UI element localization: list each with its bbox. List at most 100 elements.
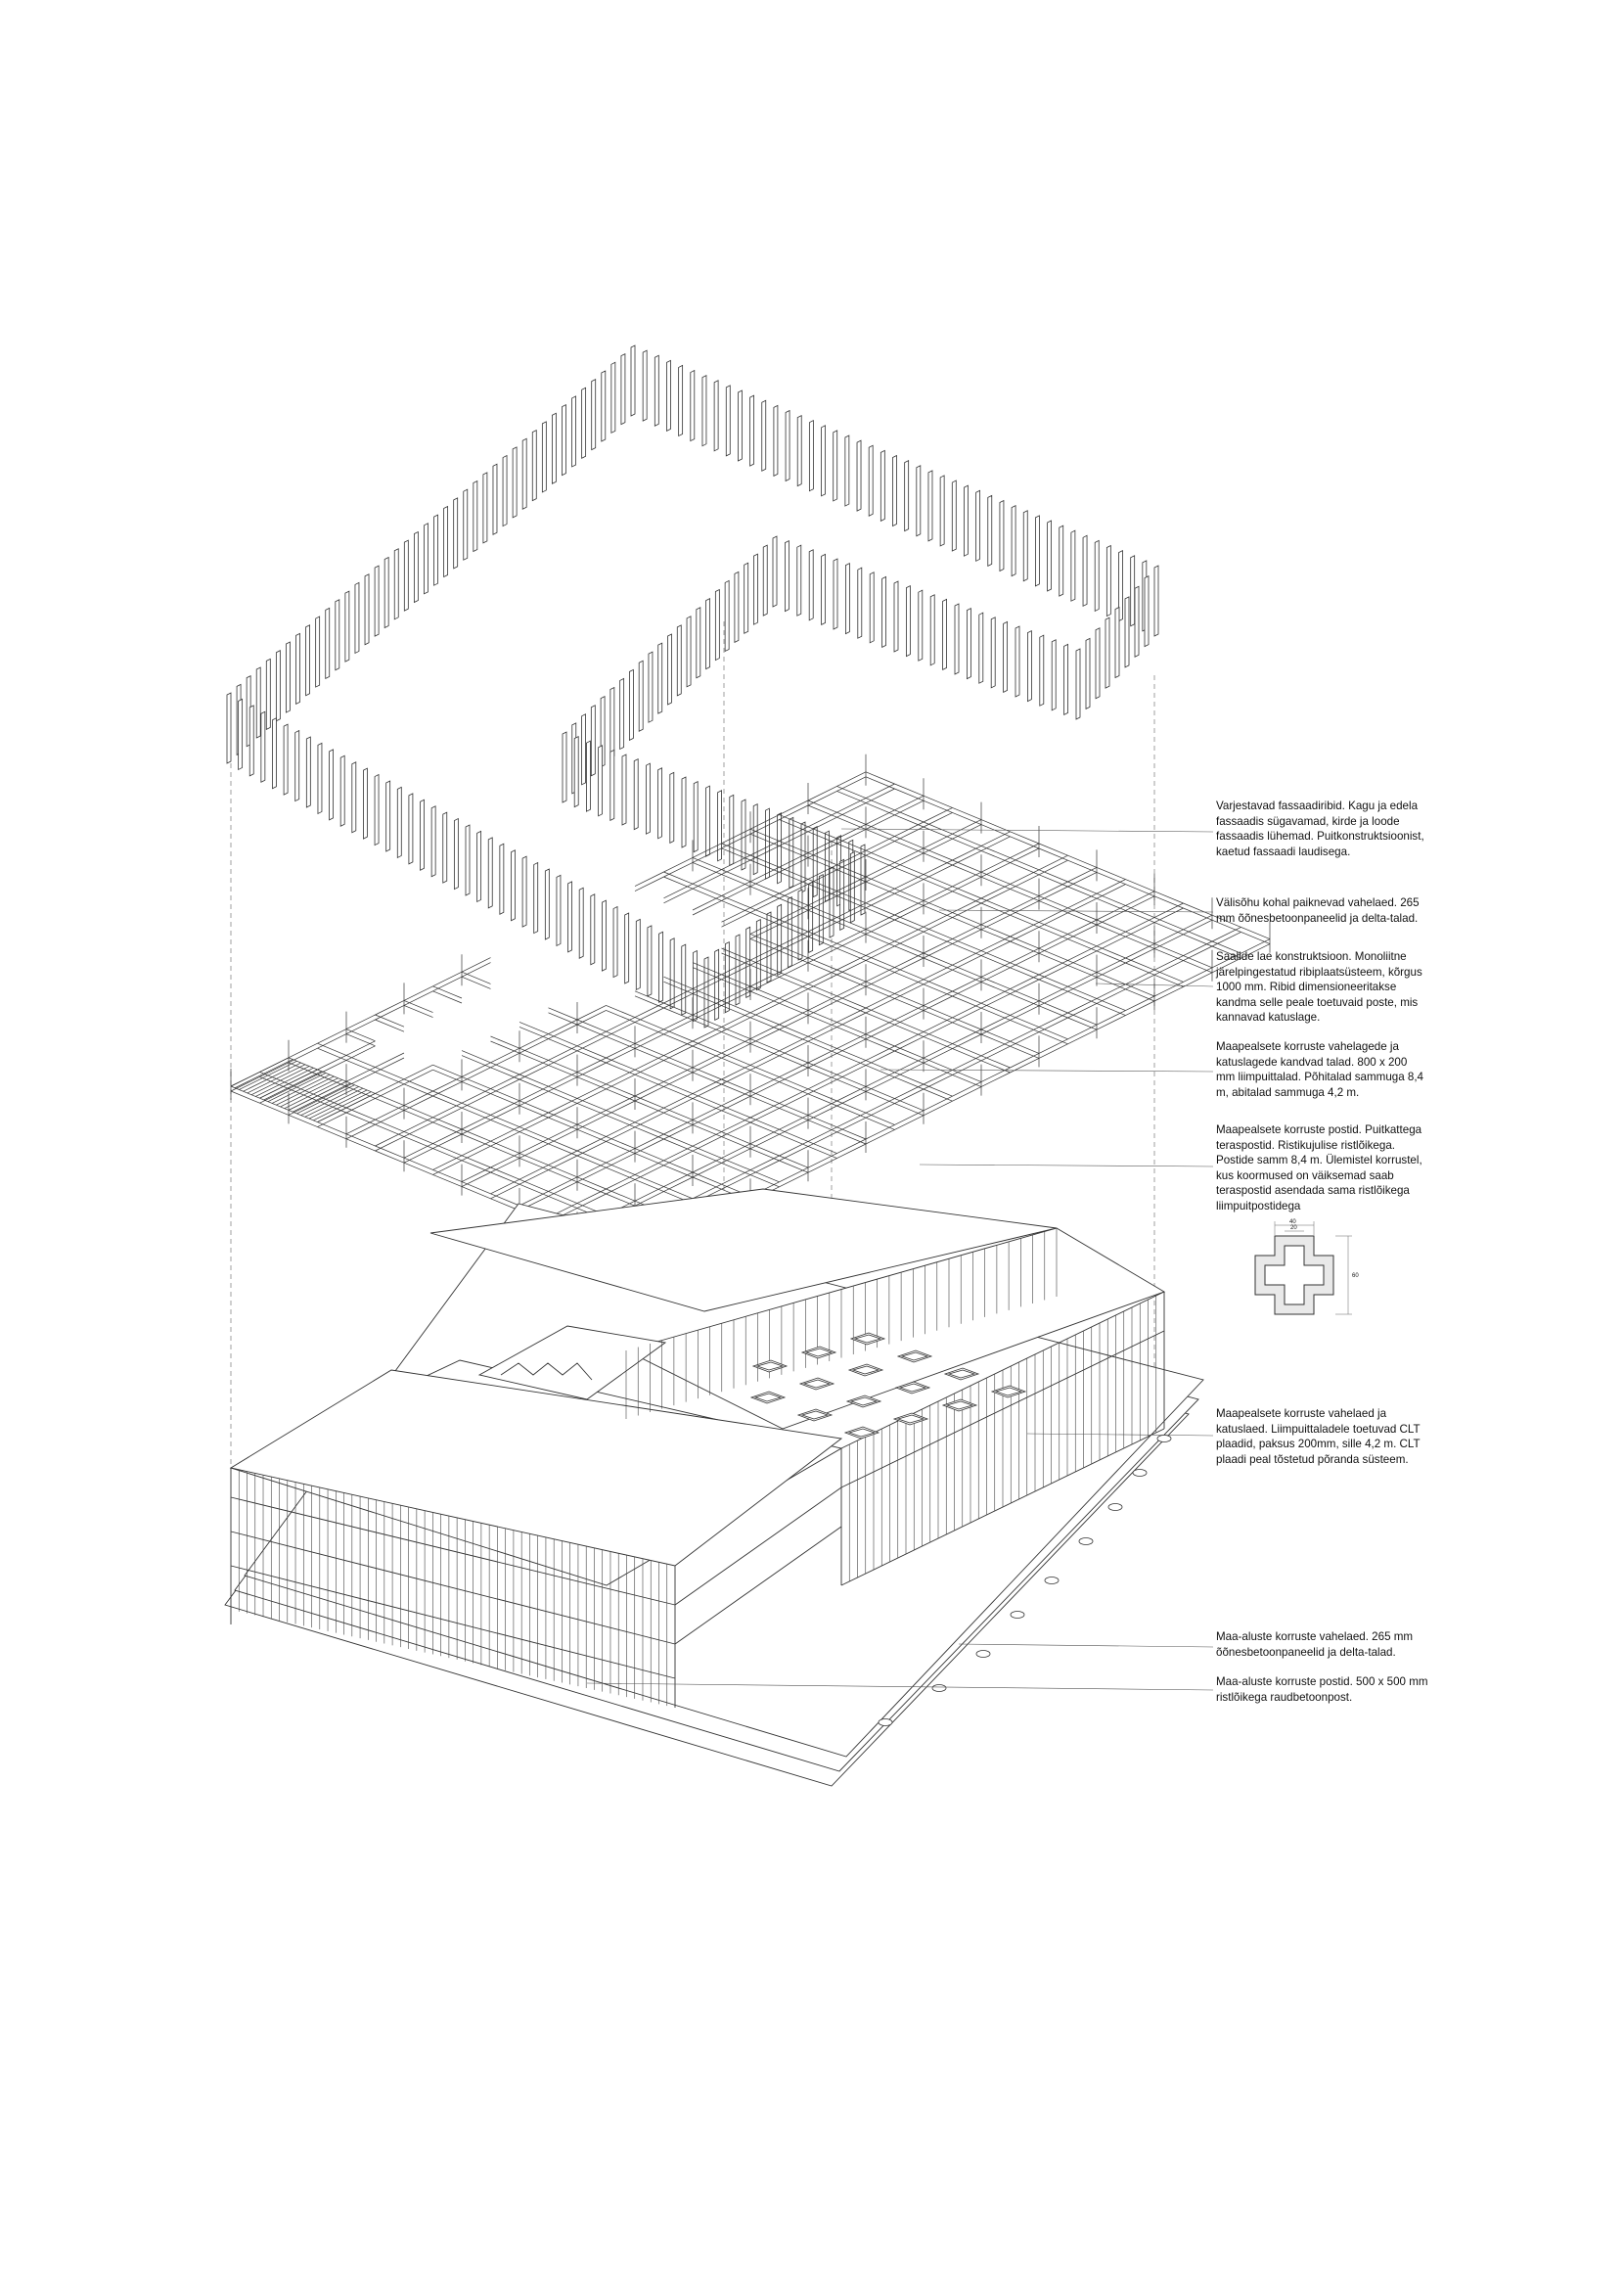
beam xyxy=(634,1174,664,1187)
beam-underside xyxy=(952,943,982,956)
beam xyxy=(548,1138,578,1152)
facade-fin xyxy=(562,731,567,803)
beam-underside xyxy=(432,1121,463,1135)
beam xyxy=(894,979,925,994)
facade-fin xyxy=(521,437,527,510)
beam xyxy=(663,1014,694,1030)
beam-underside xyxy=(894,1024,925,1037)
beam xyxy=(952,912,982,926)
facade-fin xyxy=(856,439,862,512)
beam xyxy=(952,964,982,978)
beam xyxy=(634,1029,664,1044)
beam-underside xyxy=(548,1196,578,1209)
beam-underside xyxy=(1010,862,1040,876)
beam-underside xyxy=(865,881,895,894)
beam-underside xyxy=(1067,872,1098,888)
beam xyxy=(865,993,895,1009)
beam-underside xyxy=(288,1088,318,1102)
beam-underside xyxy=(317,1033,347,1049)
beam-underside xyxy=(1010,993,1040,1007)
beam-underside xyxy=(807,1120,837,1133)
beam xyxy=(317,1069,347,1082)
beam xyxy=(923,1057,953,1071)
facade-fin xyxy=(724,579,730,653)
facade-fin xyxy=(512,446,518,519)
beam xyxy=(807,1022,837,1037)
beam xyxy=(836,838,867,851)
beam-underside xyxy=(721,847,751,861)
beam xyxy=(490,1035,520,1049)
facade-fin xyxy=(777,812,782,885)
beam-underside xyxy=(865,919,895,935)
beam xyxy=(1067,1024,1098,1040)
beam-underside xyxy=(894,1010,925,1026)
beam-underside xyxy=(692,1083,722,1099)
beam xyxy=(403,1157,433,1170)
beam xyxy=(836,1112,867,1128)
beam-underside xyxy=(894,892,925,906)
beam-underside xyxy=(1038,1043,1068,1059)
beam-underside xyxy=(548,1117,578,1130)
beam xyxy=(692,1171,722,1185)
beam-underside xyxy=(749,977,780,992)
beam-underside xyxy=(779,897,809,911)
beam-underside xyxy=(836,947,867,961)
beam xyxy=(865,836,895,851)
beam-underside xyxy=(865,1103,895,1119)
beam-underside xyxy=(923,879,953,892)
beam xyxy=(1067,919,1098,935)
beam-underside xyxy=(865,1117,895,1130)
beam-underside xyxy=(836,922,867,935)
beam xyxy=(519,1191,549,1207)
beam-underside xyxy=(259,1062,290,1077)
facade-fin xyxy=(602,899,607,972)
beam-underside xyxy=(1067,1003,1098,1019)
beam-underside xyxy=(692,1072,722,1085)
beam xyxy=(807,931,837,944)
beam-underside xyxy=(923,864,953,880)
facade-fin xyxy=(1095,627,1101,700)
facade-fin xyxy=(633,757,639,831)
beam-underside xyxy=(1183,972,1213,987)
dim-side: 60 xyxy=(1352,1273,1359,1279)
beam-underside xyxy=(865,776,895,790)
beam xyxy=(548,1165,578,1178)
glulam-beam-grid-layer xyxy=(230,754,1271,1267)
facade-fin xyxy=(753,553,758,625)
beam-underside xyxy=(721,1121,751,1137)
facade-fin xyxy=(693,780,699,853)
beam-underside xyxy=(1067,950,1098,966)
beam-underside xyxy=(865,788,895,803)
beam-underside xyxy=(490,1040,520,1054)
beam xyxy=(721,974,751,987)
beam xyxy=(980,977,1011,989)
beam xyxy=(692,1078,722,1094)
round-opening xyxy=(1132,1469,1148,1477)
beam-underside xyxy=(1038,859,1068,876)
beam-underside xyxy=(1067,859,1098,873)
beam-underside xyxy=(1183,907,1213,921)
facade-fin xyxy=(690,369,696,442)
facade-fin xyxy=(511,849,516,922)
beam-underside xyxy=(865,972,895,987)
round-opening xyxy=(1010,1611,1025,1619)
beam-underside xyxy=(836,791,867,803)
beam xyxy=(663,976,694,989)
beam xyxy=(634,990,664,1004)
facade-fin xyxy=(255,666,261,739)
facade-fin xyxy=(1039,634,1045,707)
beam-underside xyxy=(807,816,837,833)
facade-fin xyxy=(942,598,947,671)
beam xyxy=(865,955,895,968)
facade-fin xyxy=(713,380,719,452)
beam-underside xyxy=(779,962,809,978)
beam-underside xyxy=(952,969,982,983)
beam-underside xyxy=(1241,932,1271,944)
beam-underside xyxy=(663,1086,694,1099)
beam xyxy=(606,1110,636,1123)
facade-fin xyxy=(609,749,615,822)
beam-underside xyxy=(576,1088,607,1104)
beam xyxy=(894,888,925,901)
rib xyxy=(288,1080,347,1111)
beam-underside xyxy=(1211,919,1241,933)
